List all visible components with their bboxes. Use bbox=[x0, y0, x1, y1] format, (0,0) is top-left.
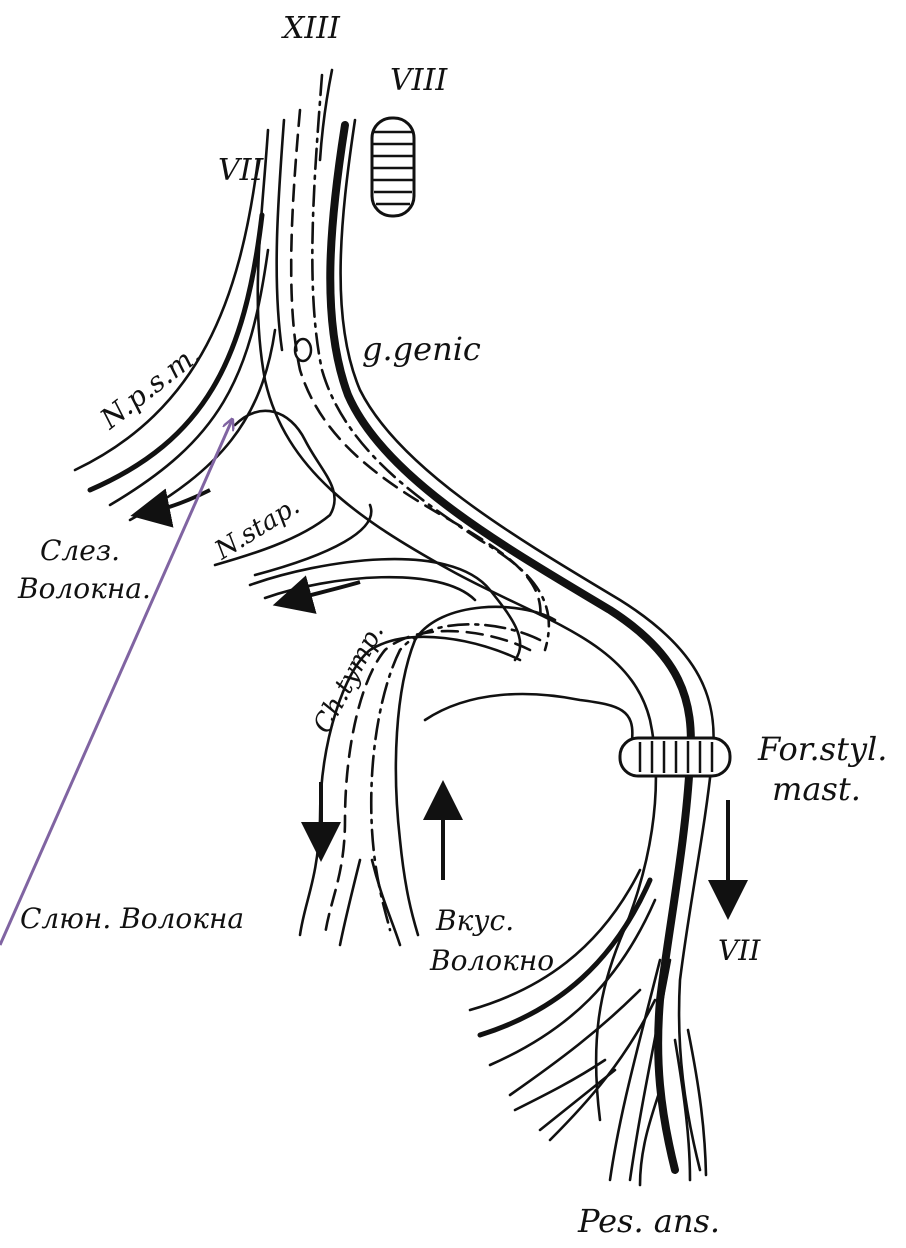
label-viii: VIII bbox=[390, 63, 448, 98]
label-vii-top: VII bbox=[218, 153, 265, 188]
npsm-branch bbox=[75, 160, 275, 520]
label-vkus-2: Волокно bbox=[429, 944, 554, 977]
stylomastoid-foramen bbox=[620, 738, 730, 776]
label-nstap: N.stap. bbox=[209, 491, 305, 567]
label-slez-2: Волокна. bbox=[17, 572, 151, 605]
label-ggenic: g.genic bbox=[362, 330, 481, 368]
label-vii-bottom: VII bbox=[718, 934, 761, 967]
chorda-arrow bbox=[292, 582, 360, 600]
pointer-line bbox=[0, 420, 232, 945]
nerve-viii-cylinder bbox=[372, 118, 414, 216]
chorda-tympani-branch bbox=[250, 559, 632, 945]
label-xiii: XIII bbox=[281, 11, 341, 46]
label-vkus-1: Вкус. bbox=[435, 904, 514, 937]
label-forstyl-1: For.styl. bbox=[757, 730, 887, 768]
label-slyun: Слюн. Волокна bbox=[20, 902, 244, 935]
label-pesans: Pes. ans. bbox=[577, 1202, 720, 1240]
label-slez-1: Слез. bbox=[40, 534, 120, 567]
label-forstyl-2: mast. bbox=[772, 770, 861, 808]
